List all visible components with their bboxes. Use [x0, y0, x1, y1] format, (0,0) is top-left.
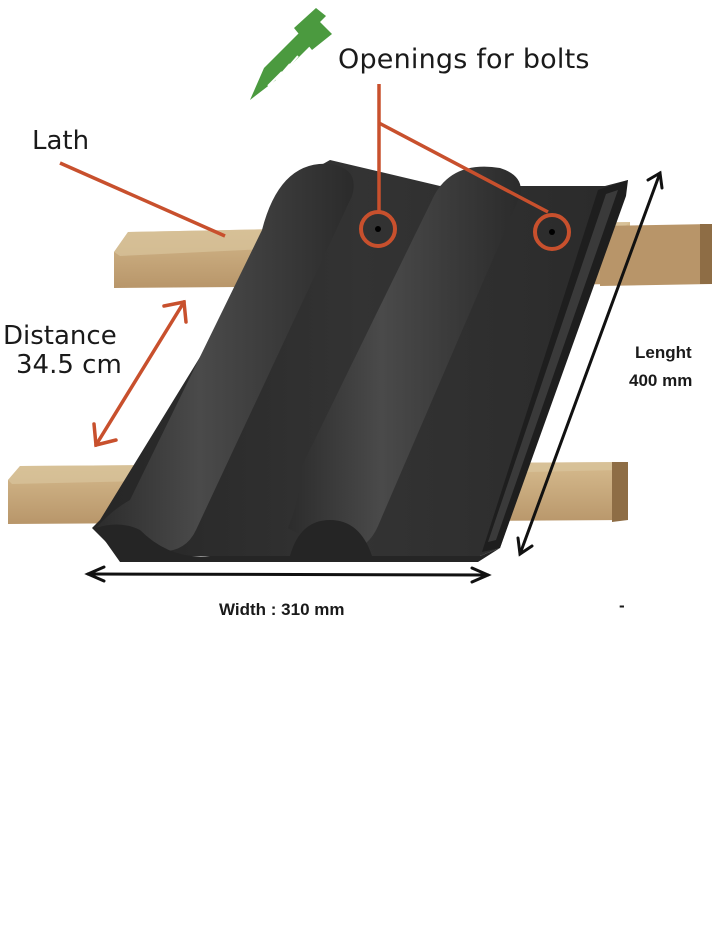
bolt-opening-callouts: [359, 84, 571, 251]
screw-bolt-icon: [250, 8, 332, 100]
distance-arrow: [92, 299, 188, 448]
stray-dash-mark: -: [619, 596, 625, 615]
distance-value: 34.5 cm: [16, 350, 122, 380]
lath-label: Lath: [32, 126, 90, 156]
openings-for-bolts-label: Openings for bolts: [338, 44, 590, 75]
roof-tile: [92, 160, 628, 562]
width-dimension-arrow: [84, 565, 492, 584]
width-label: Width : 310 mm: [219, 600, 345, 619]
lath-pointer-line: [59, 161, 226, 238]
length-dimension-arrow: [516, 170, 664, 557]
distance-label: Distance: [3, 321, 117, 351]
length-value: 400 mm: [629, 371, 693, 390]
bolt-opening-left: [359, 210, 397, 248]
bolt-opening-right: [533, 213, 571, 251]
length-label: Lenght: [635, 343, 692, 362]
